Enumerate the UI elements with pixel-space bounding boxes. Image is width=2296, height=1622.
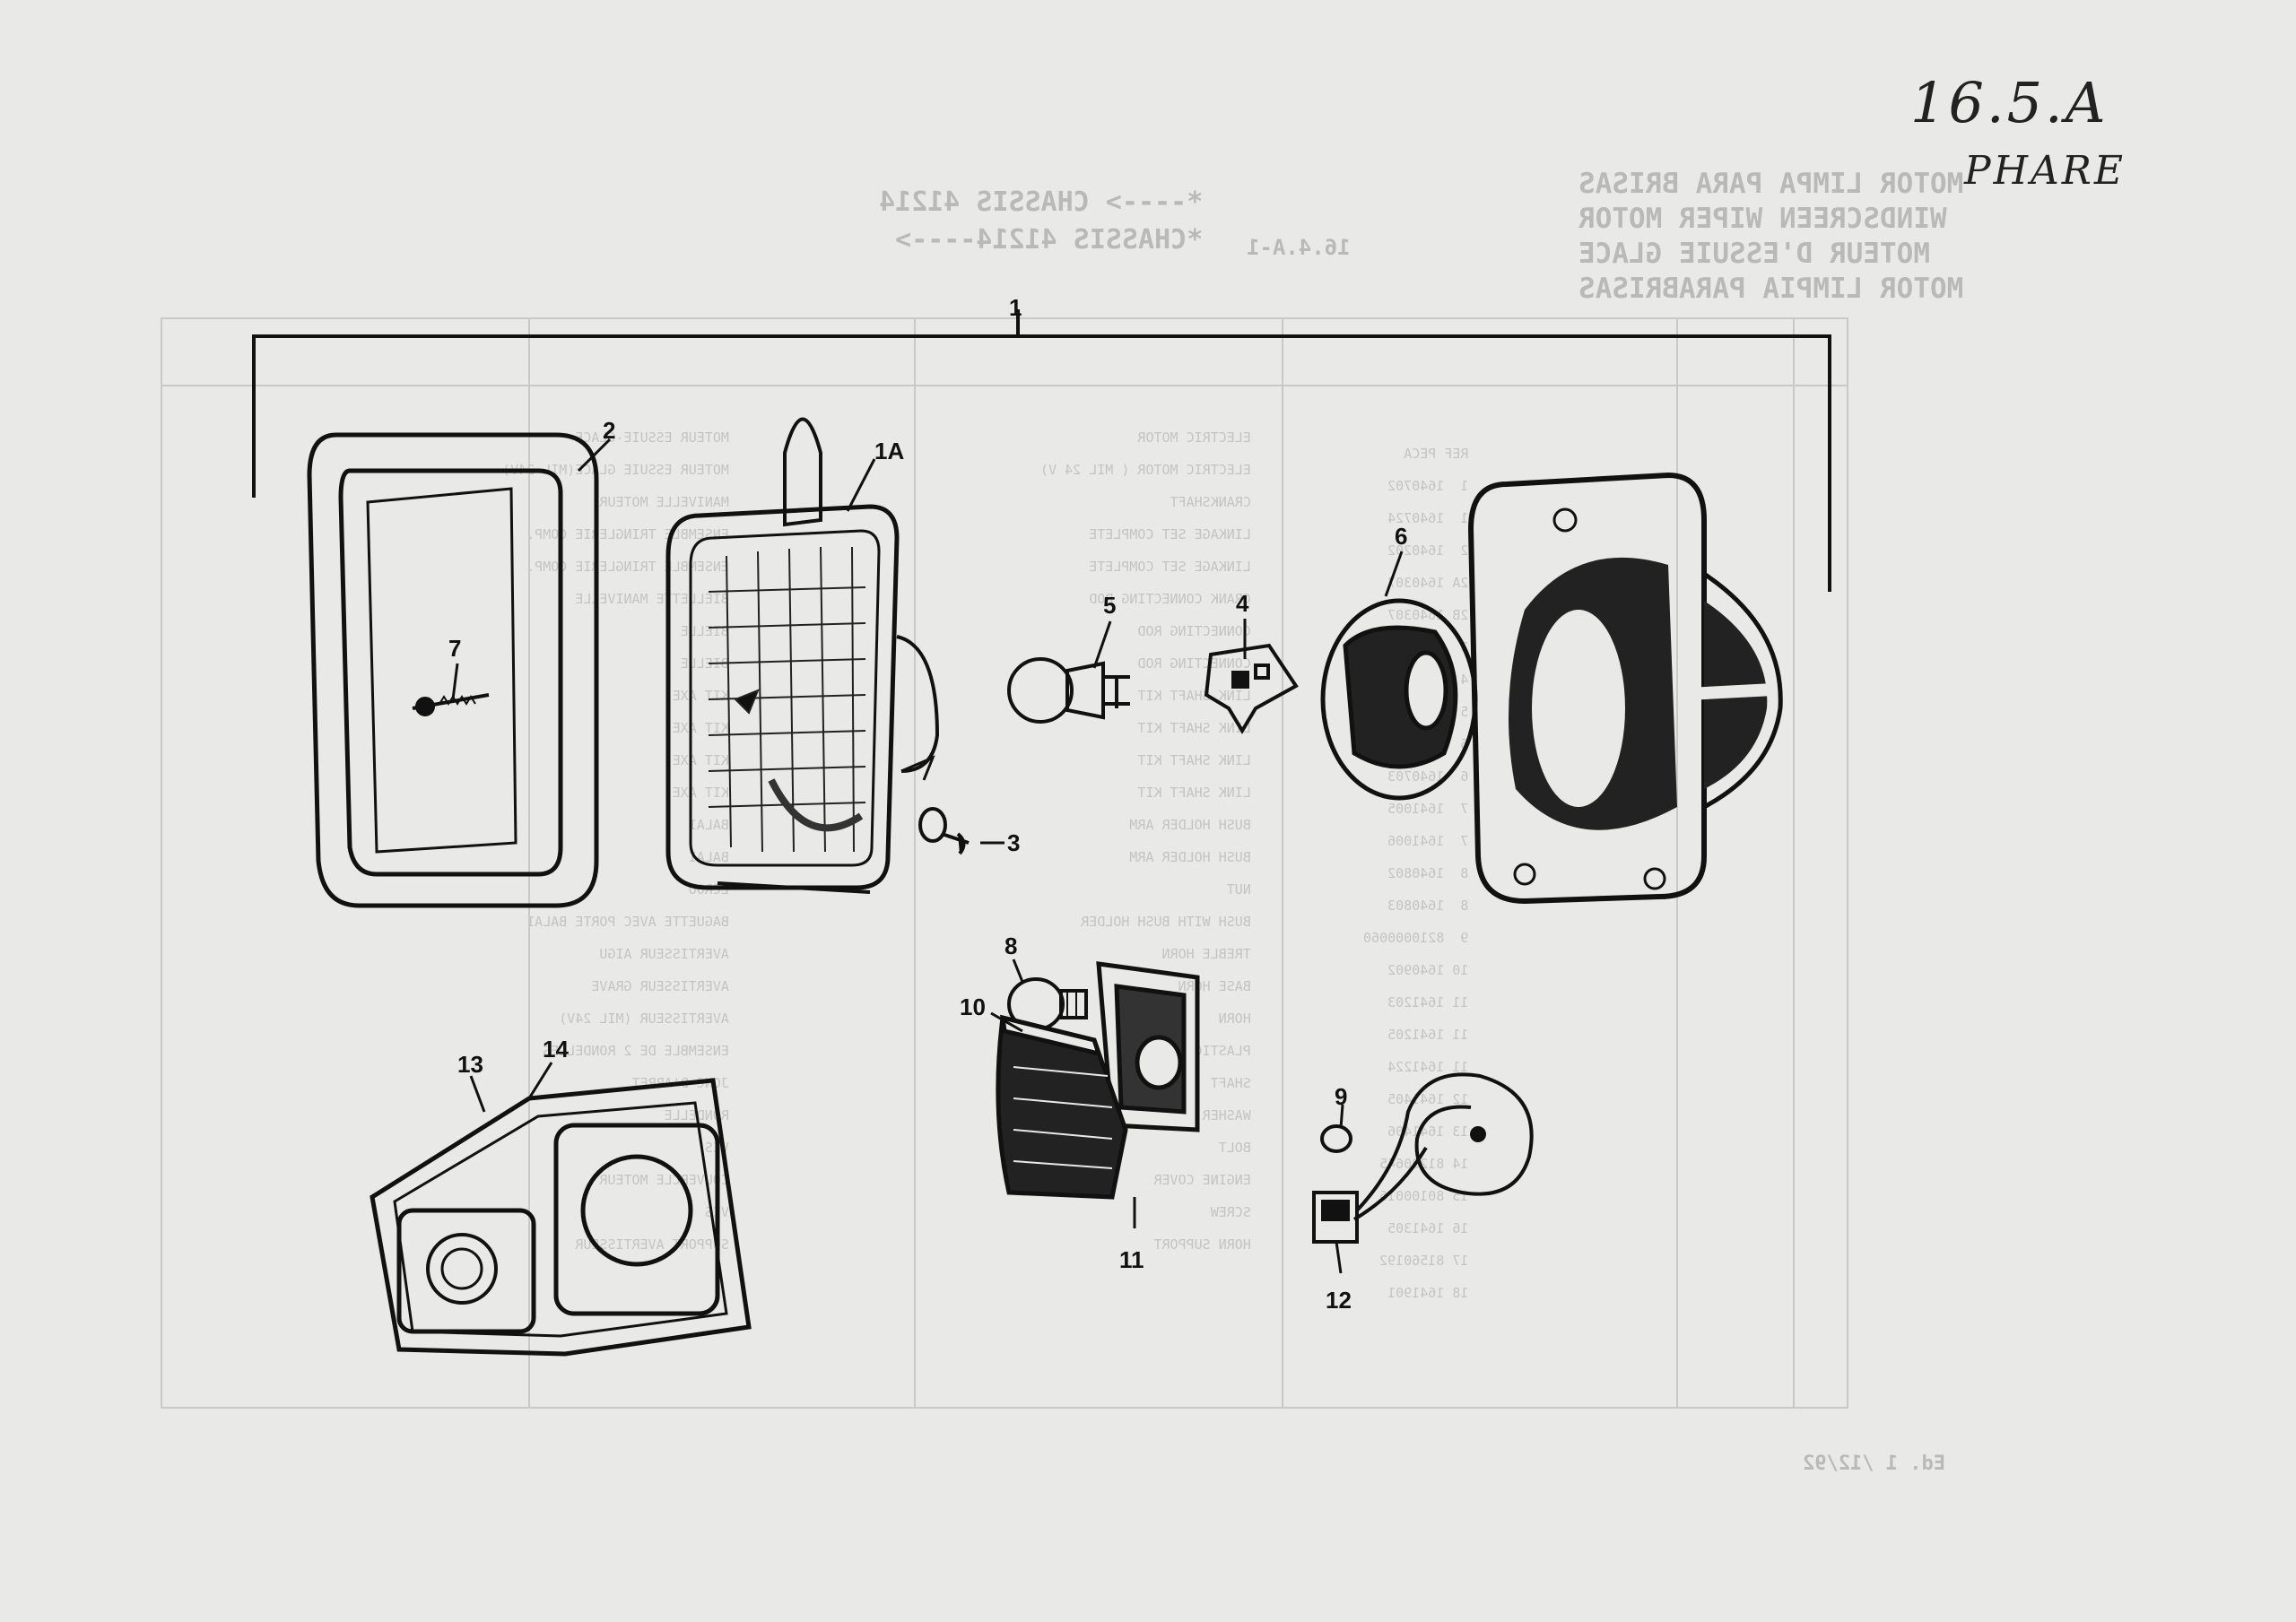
callout-7: 7	[448, 635, 462, 662]
bulb	[1007, 657, 1130, 724]
callout-8: 8	[1004, 932, 1018, 959]
headlamp-housing	[1467, 472, 1783, 905]
assembly-bracket	[252, 309, 1831, 592]
reflector-ring	[1320, 598, 1478, 801]
screw	[412, 693, 490, 716]
callout-6: 6	[1395, 523, 1408, 550]
indicator-lamp	[996, 961, 1200, 1200]
callout-3: 3	[1007, 829, 1021, 856]
callout-12: 12	[1326, 1287, 1352, 1314]
headlamp-unit	[665, 417, 940, 894]
housing-shading	[1509, 557, 1768, 830]
handwritten-reference: 16.5.A	[1910, 70, 2109, 135]
callout-1a: 1A	[874, 438, 905, 464]
callout-2: 2	[603, 417, 616, 444]
callout-14: 14	[543, 1036, 569, 1063]
callout-13: 13	[457, 1051, 483, 1078]
bulb-holder-wiring	[1312, 1072, 1534, 1244]
callout-1: 1	[1009, 294, 1022, 321]
callout-10: 10	[960, 993, 986, 1020]
lens-hatching	[708, 546, 866, 853]
leader-lines	[451, 438, 1404, 1274]
callout-11: 11	[1119, 1246, 1144, 1273]
adjuster-screw	[918, 807, 970, 855]
connector	[1204, 643, 1299, 734]
bezel-frame	[307, 432, 599, 908]
ghost-table-frame	[161, 317, 1848, 1409]
callout-5: 5	[1103, 592, 1117, 619]
housing-bolts	[1513, 507, 1666, 890]
lamp-bracket-plate	[370, 1078, 752, 1357]
indicator-lens-lines	[1013, 1066, 1113, 1169]
callout-4: 4	[1236, 590, 1249, 617]
handwritten-title: PHARE	[1964, 148, 2126, 194]
callout-9: 9	[1335, 1083, 1348, 1110]
